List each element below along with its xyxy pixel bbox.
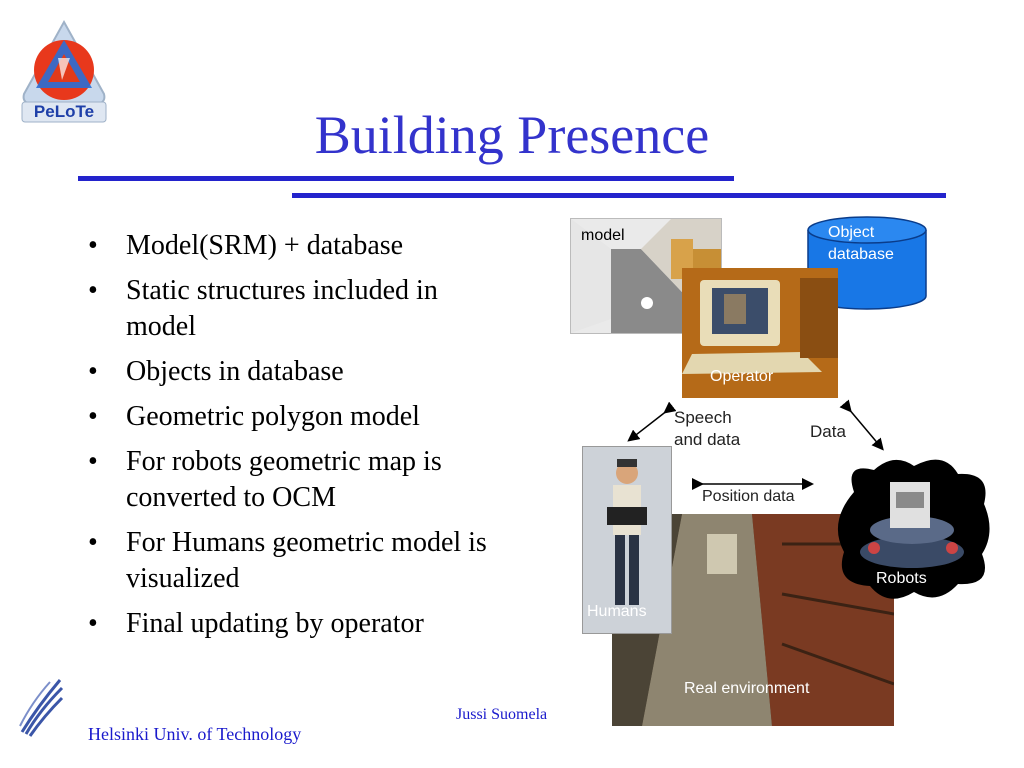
speech-label-2: and data — [674, 430, 741, 449]
bullet-item: Geometric polygon model — [88, 399, 508, 435]
robots-image: Robots — [834, 452, 992, 602]
operator-image: Operator — [682, 268, 838, 398]
bullet-item: For Humans geometric model is visualized — [88, 525, 508, 597]
humans-label: Humans — [587, 603, 647, 620]
speech-label-1: Speech — [674, 408, 732, 427]
bullet-item: Static structures included in model — [88, 273, 508, 345]
university-logo — [18, 676, 64, 738]
data-label: Data — [810, 422, 846, 441]
bullet-item: Final updating by operator — [88, 606, 508, 642]
footer-institution: Helsinki Univ. of Technology — [88, 724, 302, 744]
bullet-item: For robots geometric map is converted to… — [88, 444, 508, 516]
logo-text: PeLoTe — [33, 102, 95, 121]
environment-label: Real environment — [684, 680, 810, 697]
position-data-label: Position data — [698, 488, 799, 506]
footer-author: Jussi Suomela — [456, 706, 548, 723]
object-db-label-2: database — [828, 246, 894, 263]
title-rule-lower — [292, 193, 946, 198]
bullet-list: Model(SRM) + database Static structures … — [88, 228, 508, 651]
model-label: model — [581, 227, 625, 244]
robots-label: Robots — [876, 570, 927, 587]
bullet-item: Model(SRM) + database — [88, 228, 508, 264]
pelote-logo: PeLoTe — [18, 18, 110, 124]
operator-label: Operator — [710, 368, 774, 385]
humans-image: Humans — [582, 446, 672, 634]
bullet-item: Objects in database — [88, 354, 508, 390]
slide-title: Building Presence — [314, 105, 710, 165]
object-db-label-1: Object — [828, 224, 875, 241]
title-rule-upper — [78, 176, 734, 181]
